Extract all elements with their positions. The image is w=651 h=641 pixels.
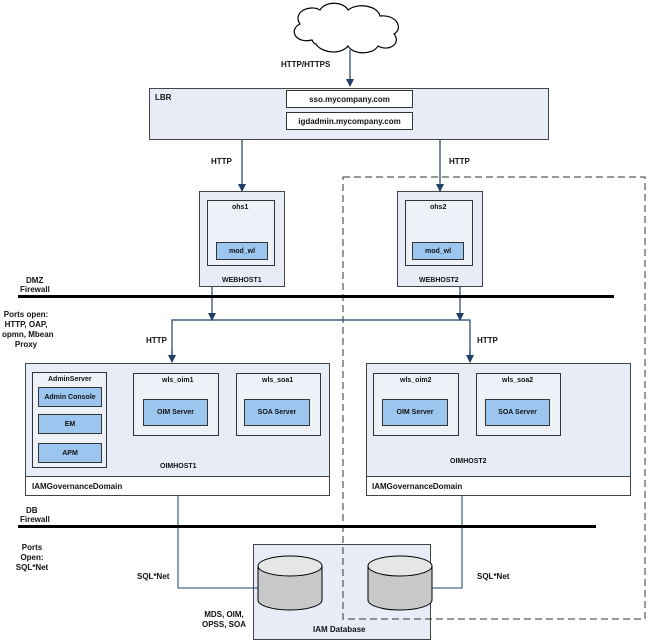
oim-server1-component: OIM Server	[143, 399, 208, 426]
oimhost1-domain-label: IAMGovernanceDomain	[32, 482, 123, 491]
internet-protocol-label: HTTP/HTTPS	[281, 60, 331, 69]
database-cylinder-left-icon	[257, 555, 323, 611]
ports-open-http-line: HTTP, OAP,	[4, 320, 48, 329]
webhost1-mod-wl: mod_wl	[216, 242, 268, 260]
dmz-firewall-line	[18, 295, 614, 298]
dashed-site-boundary	[342, 176, 646, 620]
db-label: DB	[26, 506, 38, 515]
lbr-endpoint-igdadmin: igdadmin.mycompany.com	[286, 112, 413, 130]
lbr-right-protocol-label: HTTP	[449, 157, 470, 166]
ports-open-sql-note: Ports Open: SQL*Net	[12, 543, 52, 573]
database-cylinder-right-icon	[367, 555, 433, 611]
ports-open-sql-line: SQL*Net	[15, 563, 49, 572]
internet-cloud-icon	[293, 2, 399, 54]
oimhost1-to-db-connector	[177, 496, 258, 589]
wls-soa2-title: wls_soa2	[502, 377, 534, 384]
dmz-firewall-label: Firewall	[20, 285, 50, 294]
ohs1-label: ohs1	[232, 204, 249, 211]
crossbar-connector	[171, 319, 471, 360]
ports-open-http-note: Ports open: HTTP, OAP, opmn, Mbean Proxy	[2, 310, 54, 350]
database-schemas-note: MDS, OIM, OPSS, SOA	[196, 610, 252, 630]
oimhost2-to-db-connector	[430, 496, 463, 589]
database-left-protocol-label: SQL*Net	[137, 572, 170, 581]
admin-server-title: AdminServer	[48, 376, 92, 383]
wls-oim2-title: wls_oim2	[400, 377, 432, 384]
admin-console-component: Admin Console	[38, 387, 102, 407]
oimhost2-name: OIMHOST2	[450, 458, 487, 465]
oimhost1-domain-bar	[25, 476, 330, 496]
apm-component: APM	[38, 443, 102, 463]
oimhost2-protocol-label: HTTP	[477, 336, 498, 345]
lbr-endpoint-sso: sso.mycompany.com	[286, 90, 413, 108]
database-right-protocol-label: SQL*Net	[477, 572, 510, 581]
ports-open-http-line: Ports open:	[3, 310, 49, 319]
ports-open-sql-line: Ports	[21, 543, 43, 552]
wls-soa1-title: wls_soa1	[262, 377, 294, 384]
soa-server2-component: SOA Server	[485, 399, 550, 426]
webhost2-name: WEBHOST2	[419, 277, 459, 284]
dmz-label: DMZ	[26, 276, 44, 285]
lbr-left-protocol-label: HTTP	[211, 157, 232, 166]
em-component: EM	[38, 414, 102, 434]
ports-open-http-line: opmn, Mbean	[2, 330, 54, 339]
db-firewall-label: Firewall	[20, 515, 50, 524]
db-firewall-line	[18, 525, 596, 528]
oimhost2-domain-label: IAMGovernanceDomain	[372, 482, 463, 491]
webhost1-name: WEBHOST1	[222, 277, 262, 284]
database-label: IAM Database	[313, 625, 366, 634]
oimhost1-name: OIMHOST1	[160, 463, 197, 470]
wls-oim1-title: wls_oim1	[162, 377, 194, 384]
ports-open-sql-line: Open:	[20, 553, 44, 562]
database-schema-line: MDS, OIM,	[204, 610, 244, 619]
oimhost1-protocol-label: HTTP	[146, 336, 167, 345]
soa-server1-component: SOA Server	[244, 399, 310, 426]
ports-open-http-line: Proxy	[14, 340, 38, 349]
oim-server2-component: OIM Server	[382, 399, 448, 426]
lbr-label: LBR	[155, 93, 172, 102]
database-schema-line: OPSS, SOA	[201, 620, 246, 629]
oimhost2-domain-bar	[366, 476, 631, 496]
ohs2-label: ohs2	[430, 204, 447, 211]
webhost2-mod-wl: mod_wl	[412, 242, 464, 260]
